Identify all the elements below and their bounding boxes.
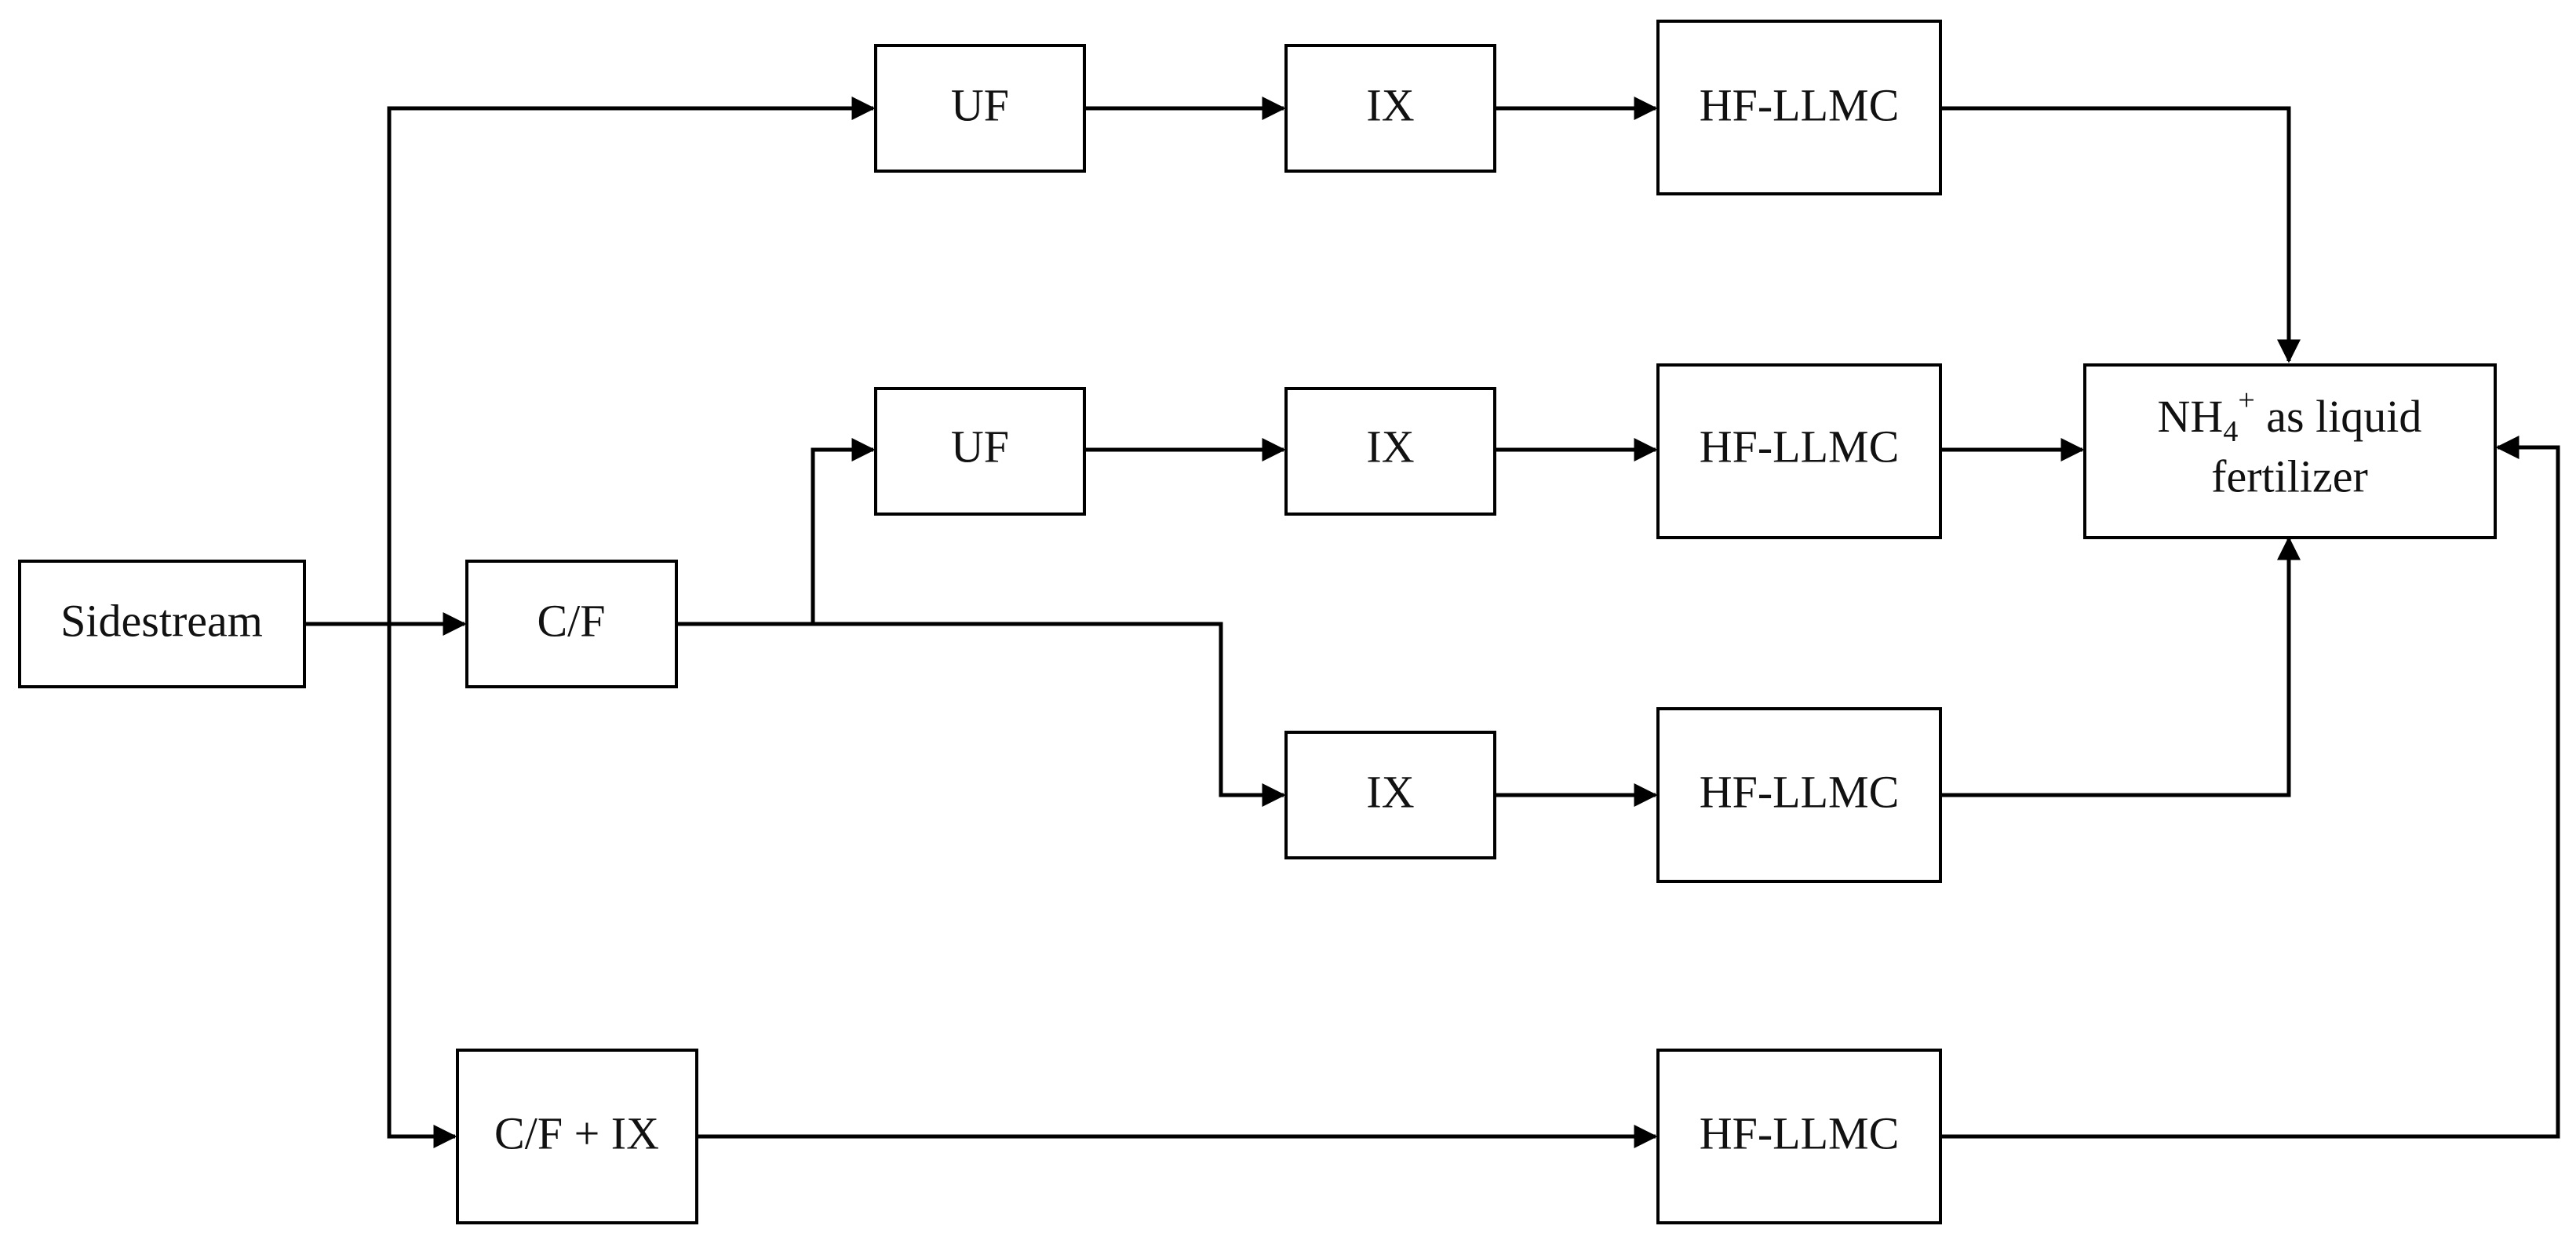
- node-product-label-line1: NH4+ as liquid: [2158, 384, 2422, 448]
- node-cf: C/F: [465, 560, 678, 688]
- node-cf-ix-label: C/F + IX: [494, 1107, 659, 1158]
- node-cf-label: C/F: [537, 595, 605, 646]
- node-hfllmc-mid: HF-LLMC: [1656, 363, 1942, 539]
- node-ix-top: IX: [1284, 44, 1496, 173]
- product-label-subscript: 4: [2223, 415, 2238, 448]
- node-ix-low-label: IX: [1366, 766, 1414, 817]
- node-ix-mid-label: IX: [1366, 421, 1414, 472]
- node-product-label-line2: fertilizer: [2211, 451, 2368, 502]
- product-label-line1-rest: as liquid: [2255, 391, 2422, 442]
- node-hfllmc-bottom-label: HF-LLMC: [1700, 1107, 1900, 1158]
- node-uf-top: UF: [874, 44, 1086, 173]
- node-hfllmc-mid-label: HF-LLMC: [1700, 421, 1900, 472]
- node-uf-top-label: UF: [951, 79, 1009, 130]
- product-label-prefix: NH: [2158, 391, 2224, 442]
- edge-hfllmc-top-to-product: [1940, 106, 2301, 363]
- node-ix-mid: IX: [1284, 387, 1496, 516]
- node-sidestream: Sidestream: [18, 560, 306, 688]
- node-ix-low: IX: [1284, 731, 1496, 859]
- node-hfllmc-bottom: HF-LLMC: [1656, 1049, 1942, 1224]
- node-ix-top-label: IX: [1366, 79, 1414, 130]
- node-sidestream-label: Sidestream: [60, 595, 263, 646]
- node-uf-mid-label: UF: [951, 421, 1009, 472]
- edge-hfllmc-bottom-to-product: [1940, 436, 2560, 1139]
- node-uf-mid: UF: [874, 387, 1086, 516]
- edge-sidestream-to-uf-top: [387, 97, 876, 624]
- edge-hfllmc-low-to-product: [1940, 536, 2301, 797]
- node-hfllmc-top: HF-LLMC: [1656, 20, 1942, 195]
- node-hfllmc-low: HF-LLMC: [1656, 707, 1942, 883]
- product-label-superscript: +: [2238, 384, 2254, 417]
- edge-cf-to-uf-mid: [676, 438, 876, 626]
- edge-cf-to-ix-low: [813, 622, 1286, 807]
- node-hfllmc-top-label: HF-LLMC: [1700, 79, 1900, 130]
- edge-sidestream-to-cf-ix: [387, 624, 457, 1148]
- node-cf-ix: C/F + IX: [456, 1049, 698, 1224]
- edges: [304, 97, 2560, 1148]
- node-product: NH4+ as liquid fertilizer: [2083, 363, 2497, 539]
- node-hfllmc-low-label: HF-LLMC: [1700, 766, 1900, 817]
